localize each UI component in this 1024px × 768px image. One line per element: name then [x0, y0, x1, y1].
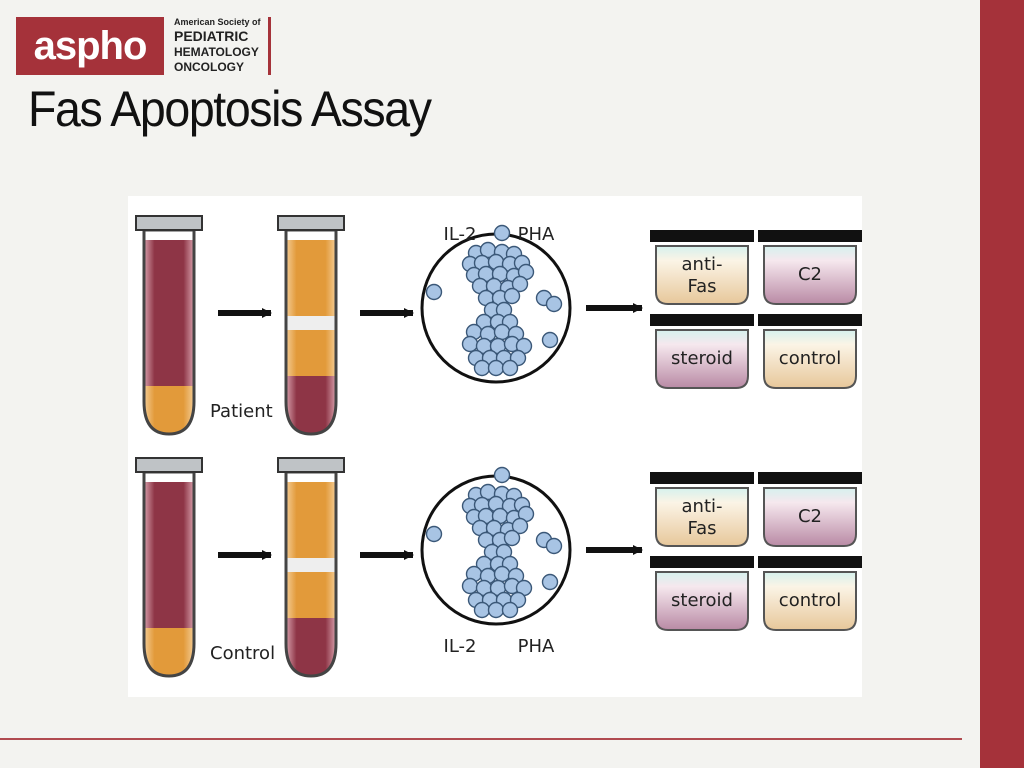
tube-plasma-mid: [286, 330, 336, 376]
tube-label: Patient: [210, 401, 273, 422]
cell: [425, 283, 443, 301]
assay-well-0-2: steroid: [650, 314, 754, 389]
tube-blood-bottom: [286, 376, 336, 434]
cell: [501, 359, 519, 377]
well-label: anti-Fas: [682, 496, 723, 539]
cell: [501, 601, 519, 619]
slide-title: Fas Apoptosis Assay: [28, 81, 432, 137]
tube-plasma-mid: [286, 572, 336, 618]
tube-label: Control: [210, 643, 275, 664]
culture-dish-1: [420, 466, 572, 626]
logo-line-4: ONCOLOGY: [174, 60, 245, 74]
cell: [541, 573, 559, 591]
well-lid: [758, 472, 862, 484]
cell: [461, 335, 479, 353]
cell: [473, 601, 491, 619]
assay-well-1-3: control: [758, 556, 862, 631]
well-lid: [650, 556, 754, 568]
tube-cap: [277, 457, 345, 473]
well-body: [655, 487, 749, 547]
cell: [493, 224, 511, 242]
well-lid: [758, 314, 862, 326]
stimulus-label: IL-2: [444, 224, 477, 245]
well-body: [655, 245, 749, 305]
well-label: control: [779, 348, 841, 369]
starting-tube-0: [135, 215, 203, 436]
well-lid: [650, 230, 754, 242]
well-label: C2: [798, 506, 822, 527]
tube-cap: [277, 215, 345, 231]
tube-blood-layer: [144, 482, 194, 628]
cell: [461, 577, 479, 595]
logo-line-2: PEDIATRIC: [174, 28, 249, 44]
well-body: [655, 329, 749, 389]
bottom-divider: [0, 738, 962, 740]
assay-well-1-1: C2: [758, 472, 862, 547]
tube-outline: [284, 470, 338, 678]
cell: [493, 466, 511, 484]
tube-outline: [142, 470, 196, 678]
well-label: C2: [798, 264, 822, 285]
cell: [493, 323, 511, 341]
tube-plasma-top: [286, 240, 336, 316]
cell: [425, 525, 443, 543]
tube-outline: [142, 228, 196, 436]
assay-well-1-2: steroid: [650, 556, 754, 631]
well-body: [655, 571, 749, 631]
cell: [473, 359, 491, 377]
well-lid: [758, 230, 862, 242]
well-label: steroid: [671, 348, 733, 369]
tube-blood-bottom: [286, 618, 336, 676]
assay-well-1-0: anti-Fas: [650, 472, 754, 547]
culture-dish-0: [420, 224, 572, 384]
assay-well-0-3: control: [758, 314, 862, 389]
logo-wordmark: aspho: [16, 17, 164, 75]
well-label: steroid: [671, 590, 733, 611]
well-lid: [758, 556, 862, 568]
tube-buffy-layer: [286, 558, 336, 572]
right-accent-bar: [980, 0, 1024, 768]
cell: [511, 275, 529, 293]
starting-tube-1: [135, 457, 203, 678]
well-label: control: [779, 590, 841, 611]
tube-buffy-layer: [286, 316, 336, 330]
separated-tube-1: [277, 457, 345, 678]
tube-blood-layer: [144, 240, 194, 386]
stimulus-label: PHA: [518, 636, 555, 657]
assay-well-0-0: anti-Fas: [650, 230, 754, 305]
assay-well-0-1: C2: [758, 230, 862, 305]
cell: [503, 287, 521, 305]
cell: [503, 529, 521, 547]
well-lid: [650, 314, 754, 326]
well-body: [763, 329, 857, 389]
stimulus-label: PHA: [518, 224, 555, 245]
logo-line-3: HEMATOLOGY: [174, 45, 259, 59]
cell: [487, 359, 505, 377]
well-body: [763, 487, 857, 547]
logo-line-1: American Society of: [174, 17, 261, 27]
logo-divider: [268, 17, 271, 75]
cell: [545, 295, 563, 313]
well-lid: [650, 472, 754, 484]
cell: [493, 565, 511, 583]
stimulus-label: IL-2: [444, 636, 477, 657]
cell: [511, 517, 529, 535]
cell: [541, 331, 559, 349]
cell: [487, 601, 505, 619]
well-body: [763, 571, 857, 631]
well-body: [763, 245, 857, 305]
tube-cap: [135, 457, 203, 473]
aspho-logo: aspho American Society of PEDIATRIC HEMA…: [16, 17, 272, 75]
well-label: anti-Fas: [682, 254, 723, 297]
tube-plasma-top: [286, 482, 336, 558]
separated-tube-0: [277, 215, 345, 436]
tube-outline: [284, 228, 338, 436]
cell: [545, 537, 563, 555]
tube-cap: [135, 215, 203, 231]
